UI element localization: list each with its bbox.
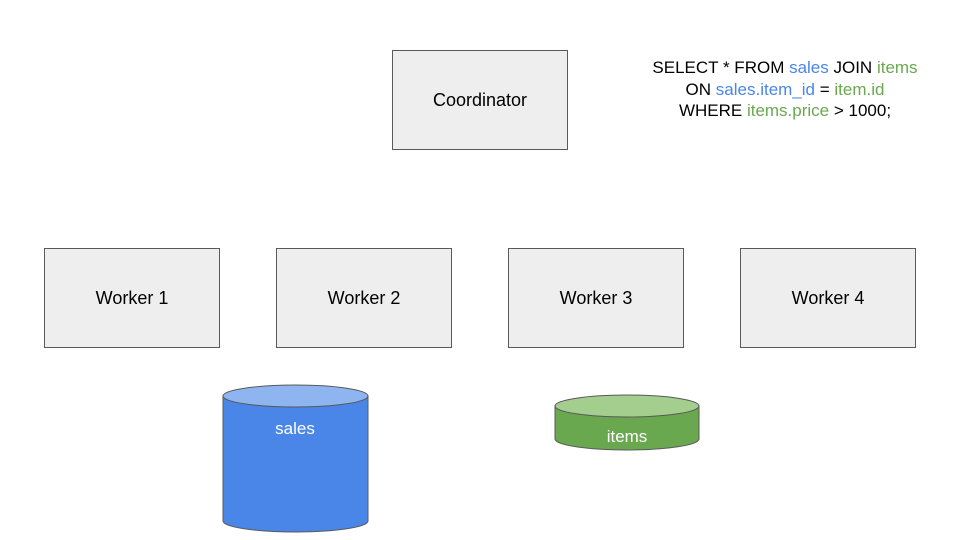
worker-node-1: Worker 1 <box>44 248 220 348</box>
items-cylinder-top <box>554 394 700 418</box>
worker-node-3: Worker 3 <box>508 248 684 348</box>
query-select: SELECT * FROM <box>652 58 790 77</box>
worker-label: Worker 2 <box>327 287 401 308</box>
sql-query: SELECT * FROM sales JOIN items ON sales.… <box>600 57 960 122</box>
query-table-sales: sales <box>789 58 829 77</box>
worker-node-2: Worker 2 <box>276 248 452 348</box>
worker-label: Worker 3 <box>559 287 633 308</box>
query-where: WHERE <box>678 101 747 120</box>
query-eq: = <box>815 79 835 99</box>
sales-table-cylinder <box>222 384 369 533</box>
query-col-item-id: item.id <box>834 79 885 99</box>
coordinator-label: Coordinator <box>432 89 528 110</box>
worker-label: Worker 1 <box>95 287 169 308</box>
query-line-2: ON sales.item_id = item.id <box>600 79 960 101</box>
query-col-items-price: items.price <box>746 101 830 120</box>
sales-cylinder-top <box>222 384 369 408</box>
query-condition: > 1000; <box>829 101 892 120</box>
items-table-label: items <box>606 427 648 446</box>
worker-label: Worker 4 <box>791 287 865 308</box>
query-on: ON <box>685 79 716 99</box>
sales-cylinder-body <box>222 395 369 533</box>
items-table-cylinder <box>554 394 700 451</box>
query-line-3: WHERE items.price > 1000; <box>600 100 960 122</box>
query-join: JOIN <box>828 58 877 77</box>
worker-node-4: Worker 4 <box>740 248 916 348</box>
sales-table-label: sales <box>275 419 315 438</box>
items-cylinder-body <box>554 405 700 451</box>
query-table-items: items <box>876 58 918 77</box>
query-col-sales-item-id: sales.item_id <box>715 79 815 99</box>
coordinator-node: Coordinator <box>392 50 568 150</box>
query-line-1: SELECT * FROM sales JOIN items <box>600 57 960 79</box>
